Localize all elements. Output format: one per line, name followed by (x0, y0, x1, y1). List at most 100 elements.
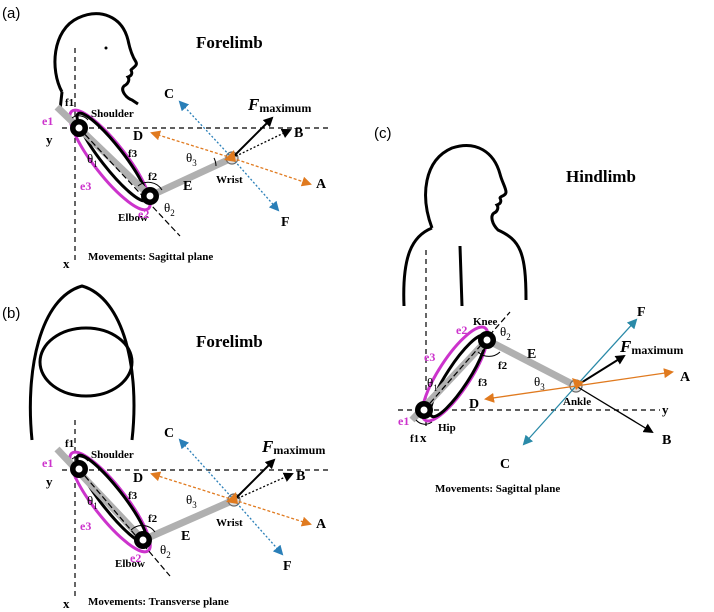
label-e2: e2 (130, 551, 141, 565)
panel-a: (a) Forelimb x y (2, 5, 332, 271)
ellipse-e1 (68, 450, 152, 554)
force-origin-wedge (572, 378, 584, 390)
arrow-blue-C (178, 100, 233, 159)
arrow-blue-C (178, 438, 235, 501)
angle-arc-theta3 (213, 157, 217, 167)
axis-y-label: y (662, 402, 669, 417)
label-fmax: Fmaximum (247, 95, 311, 115)
label-fmax: Fmaximum (619, 337, 683, 357)
label-shoulder: Shoulder (91, 449, 134, 461)
label-dir-F: F (281, 215, 290, 230)
label-wrist: Wrist (216, 517, 243, 529)
label-dir-C: C (164, 426, 174, 441)
arrow-orange-A (233, 499, 312, 527)
eye-dot (104, 46, 108, 50)
label-dir-D: D (133, 471, 143, 486)
arrow-fmax (231, 116, 274, 159)
label-theta2: θ2 (160, 542, 171, 560)
label-dir-F: F (283, 559, 292, 574)
label-theta3: θ3 (534, 374, 545, 392)
limb-axis-dash (423, 311, 511, 411)
elbow-joint-hole (139, 536, 147, 544)
force-origin-wedge (224, 150, 236, 162)
elbow-joint-hole (146, 192, 154, 200)
panel-b-title: Forelimb (196, 332, 263, 351)
label-elbow: Elbow (115, 558, 145, 570)
axis-x-label: x (63, 256, 70, 271)
label-dir-B: B (294, 126, 303, 141)
label-segment-E: E (183, 179, 192, 194)
arrow-orange-D (484, 385, 577, 403)
label-dir-F: F (637, 305, 646, 320)
label-dir-A: A (316, 177, 327, 192)
panel-c-title: Hindlimb (566, 167, 636, 186)
label-f1: f1 (410, 433, 419, 445)
forearm-segment (141, 496, 236, 544)
label-dir-C: C (500, 457, 510, 472)
label-elbow: Elbow (118, 212, 148, 224)
axis-x-label: x (63, 596, 70, 611)
arrow-orange-A (575, 368, 674, 387)
arrow-orange-D (150, 130, 233, 159)
label-f2: f2 (498, 360, 508, 372)
arrow-blue-F (233, 499, 284, 556)
label-knee: Knee (473, 316, 498, 328)
panel-a-letter: (a) (2, 5, 20, 22)
head-top-view-icon (28, 284, 136, 441)
label-e3: e3 (424, 350, 435, 364)
label-theta2: θ2 (164, 200, 175, 218)
label-f3: f3 (128, 490, 138, 502)
axis-y-label: y (46, 132, 53, 147)
label-theta3: θ3 (186, 150, 197, 168)
arrow-dotted-B (231, 128, 292, 159)
label-dir-D: D (133, 129, 143, 144)
label-e1: e1 (42, 456, 53, 470)
label-e3: e3 (80, 179, 91, 193)
label-f3: f3 (128, 148, 138, 160)
ellipse-e1 (68, 108, 152, 212)
angle-arc-f1 (415, 419, 433, 425)
axis-y-label: y (46, 474, 53, 489)
label-theta1: θ1 (87, 151, 98, 169)
label-hip: Hip (438, 422, 456, 434)
arrow-black-B (575, 385, 654, 434)
hip-joint-hole (420, 406, 428, 414)
label-dir-B: B (662, 433, 671, 448)
panel-a-caption: Movements: Sagittal plane (88, 251, 213, 263)
arrow-teal-C (522, 385, 577, 446)
arrow-dotted-B (233, 472, 294, 501)
arrow-orange-D (150, 471, 235, 501)
panel-a-title: Forelimb (196, 33, 263, 52)
label-f2: f2 (148, 513, 158, 525)
angle-arc-f2 (137, 181, 163, 191)
force-origin-wedge (226, 492, 238, 504)
panel-c-caption: Movements: Sagittal plane (435, 483, 560, 495)
label-f2: f2 (148, 171, 158, 183)
knee-joint-hole (483, 336, 491, 344)
label-f1: f1 (65, 97, 74, 109)
label-e1: e1 (42, 114, 53, 128)
arrow-orange-A (231, 157, 312, 187)
label-dir-C: C (164, 87, 174, 102)
label-theta3: θ3 (186, 492, 197, 510)
label-theta1: θ1 (427, 375, 438, 393)
panel-b: (b) Forelimb x y Shoulder (2, 284, 332, 611)
panel-b-caption: Movements: Transverse plane (88, 596, 229, 608)
angle-arc-f2 (477, 351, 501, 357)
angle-arc-f2 (130, 525, 156, 533)
label-segment-E: E (527, 347, 536, 362)
label-shoulder: Shoulder (91, 108, 134, 120)
shoulder-joint-hole (75, 124, 83, 132)
label-wrist: Wrist (216, 174, 243, 186)
shoulder-joint-hole (75, 465, 83, 473)
shoulder-ring-icon (38, 326, 134, 398)
shank-segment (485, 336, 578, 390)
panel-c-letter: (c) (374, 125, 392, 142)
angle-arc-f1 (71, 456, 89, 462)
label-e3: e3 (80, 519, 91, 533)
limb-axis-dash (78, 127, 181, 237)
label-f3: f3 (478, 377, 488, 389)
label-dir-B: B (296, 469, 305, 484)
arrow-teal-F (575, 318, 638, 387)
